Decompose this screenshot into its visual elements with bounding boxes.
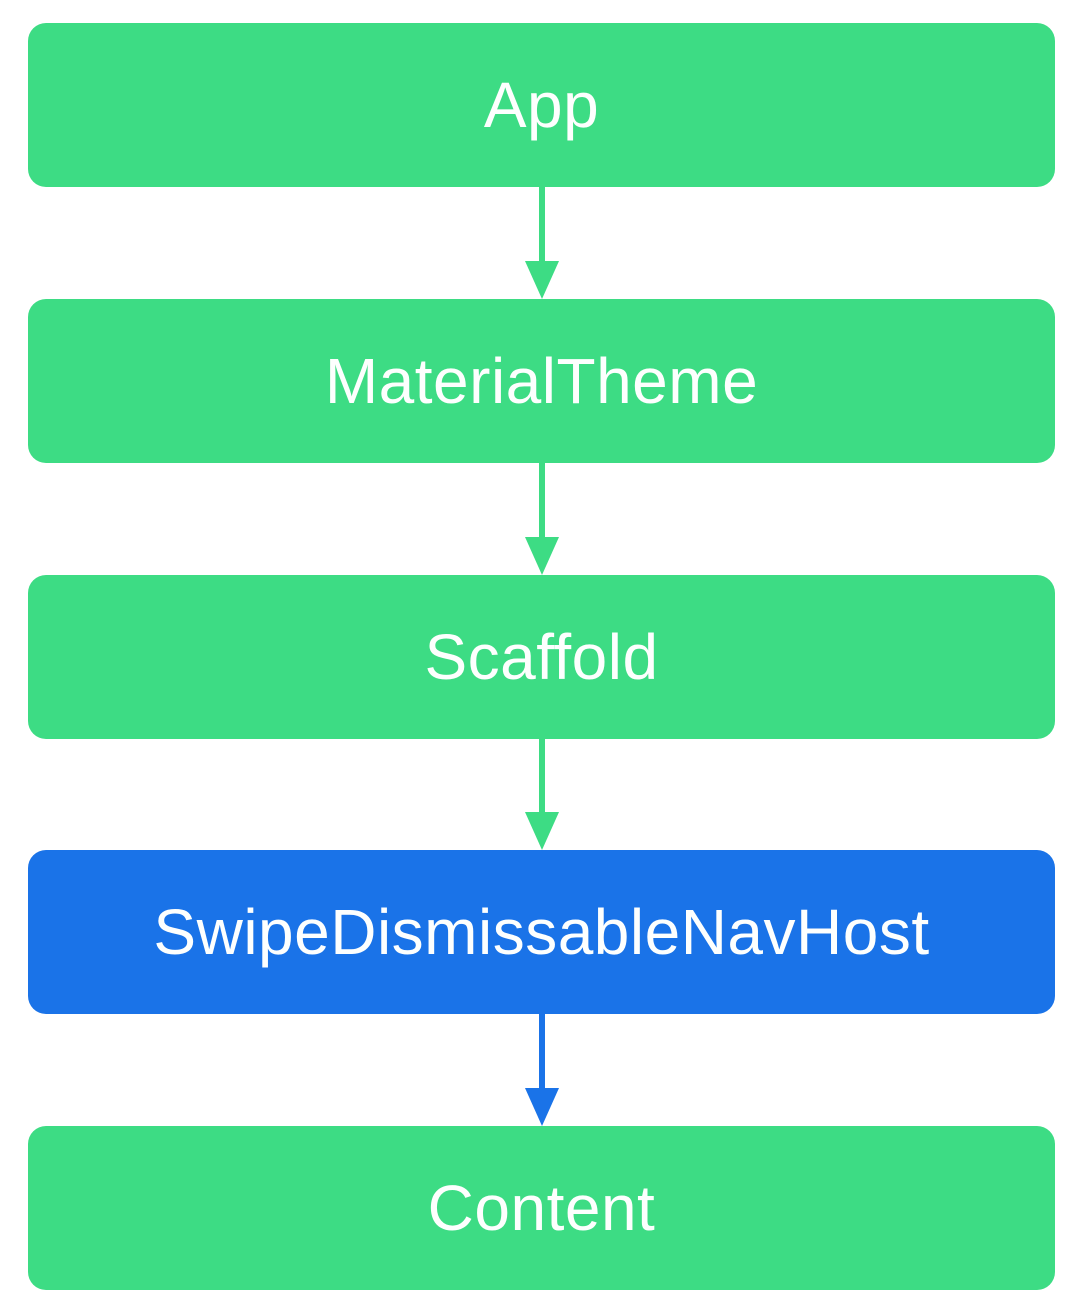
node-app: App <box>28 23 1055 187</box>
arrow-head <box>524 1088 559 1126</box>
arrow-stem <box>538 462 545 537</box>
arrow-down-icon <box>28 462 1055 575</box>
arrow-stem <box>538 187 545 261</box>
arrow-down-icon <box>28 738 1055 851</box>
arrow-down-icon <box>28 1014 1055 1126</box>
arrow-stem <box>538 1014 545 1088</box>
node-swipedismissablenavhost: SwipeDismissableNavHost <box>28 850 1055 1015</box>
node-content: Content <box>28 1126 1055 1290</box>
arrow-head <box>524 812 559 851</box>
node-scaffold: Scaffold <box>28 574 1055 739</box>
widget-hierarchy-flowchart: App MaterialTheme Scaffold SwipeDismissa… <box>28 23 1055 1290</box>
arrow-head <box>524 260 559 299</box>
arrow-head <box>524 536 559 575</box>
arrow-down-icon <box>28 187 1055 299</box>
node-materialtheme: MaterialTheme <box>28 298 1055 463</box>
arrow-stem <box>538 738 545 813</box>
